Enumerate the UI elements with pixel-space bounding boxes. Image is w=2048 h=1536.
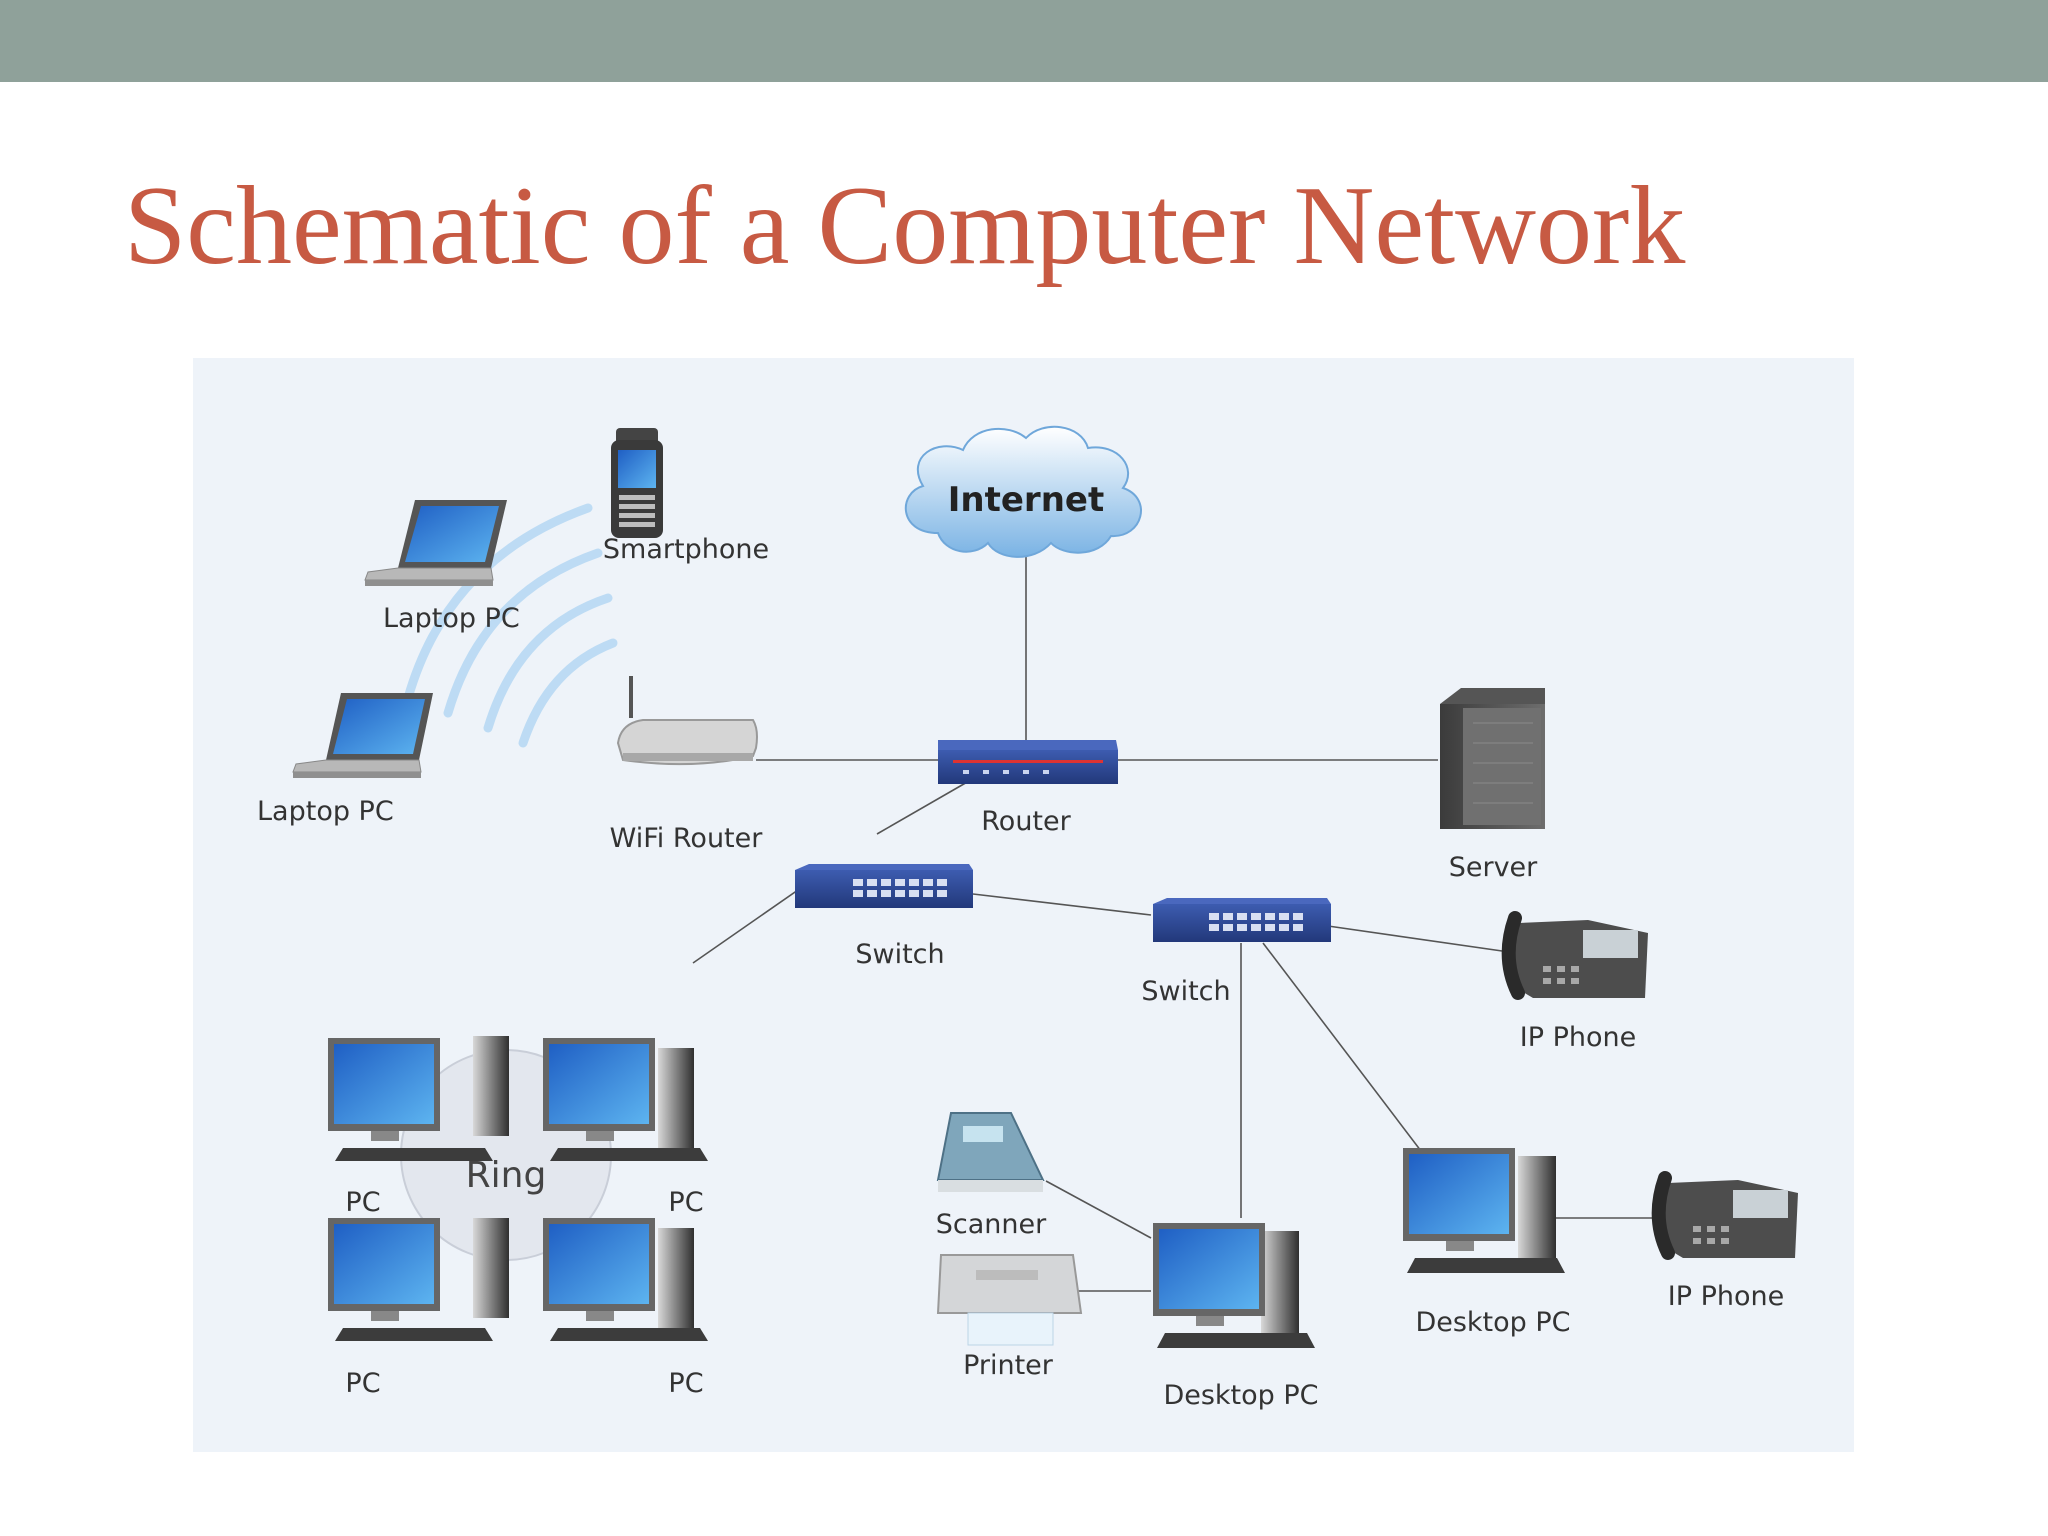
printer-label: Printer <box>963 1350 1054 1381</box>
switch-left-label: Switch <box>855 939 944 970</box>
laptop-top-label: Laptop PC <box>383 603 520 634</box>
router-label: Router <box>981 806 1071 837</box>
printer-icon <box>936 1254 1083 1346</box>
wifi-router-icon <box>616 676 758 766</box>
desktop-right-label: Desktop PC <box>1415 1307 1570 1338</box>
link-switch-ipphone <box>1327 925 1524 955</box>
desktop-pc-icon <box>1403 1148 1565 1273</box>
pc-top-right-label: PC <box>668 1187 703 1218</box>
internet-label: Internet <box>948 480 1104 520</box>
server-label: Server <box>1449 852 1538 883</box>
pc-bottom-left-label: PC <box>345 1368 380 1399</box>
smartphone-icon <box>611 428 663 538</box>
router-icon <box>938 740 1118 784</box>
desktop-pc-icon <box>328 1036 509 1161</box>
ring-label: Ring <box>466 1155 547 1196</box>
smartphone-label: Smartphone <box>603 534 769 565</box>
cloud-icon <box>904 425 1142 558</box>
wifi-router-label: WiFi Router <box>610 823 764 854</box>
ip-phone-bottom-label: IP Phone <box>1668 1281 1784 1312</box>
laptop-icon <box>292 693 433 778</box>
pc-top-left-label: PC <box>345 1187 380 1218</box>
desktop-pc-icon <box>543 1218 708 1341</box>
ip-phone-icon <box>1501 911 1648 1000</box>
link-scanner-desktop <box>1045 1180 1152 1239</box>
laptop-bottom-label: Laptop PC <box>257 796 394 827</box>
top-bar <box>0 0 2048 82</box>
network-diagram: Ring Internet Smartphone Laptop PC Lapto… <box>193 358 1854 1452</box>
desktop-pc-icon <box>328 1218 509 1341</box>
desktop-center-label: Desktop PC <box>1163 1380 1318 1411</box>
ip-phone-top-label: IP Phone <box>1520 1022 1636 1053</box>
link-switch-switch <box>972 893 1152 916</box>
laptop-icon <box>364 500 507 586</box>
switch-right-label: Switch <box>1141 976 1230 1007</box>
server-icon <box>1440 688 1545 829</box>
link-router-switch <box>876 780 970 835</box>
ip-phone-icon <box>1651 1171 1798 1260</box>
switch-icon <box>1153 898 1331 942</box>
pc-bottom-right-label: PC <box>668 1368 703 1399</box>
link-switch-desktop-right <box>1262 942 1422 1152</box>
switch-icon <box>795 864 973 908</box>
slide-title: Schematic of a Computer Network <box>124 164 1686 288</box>
desktop-pc-icon <box>543 1038 708 1161</box>
scanner-icon <box>936 1112 1045 1192</box>
scanner-label: Scanner <box>936 1209 1047 1240</box>
desktop-pc-icon <box>1153 1223 1315 1348</box>
